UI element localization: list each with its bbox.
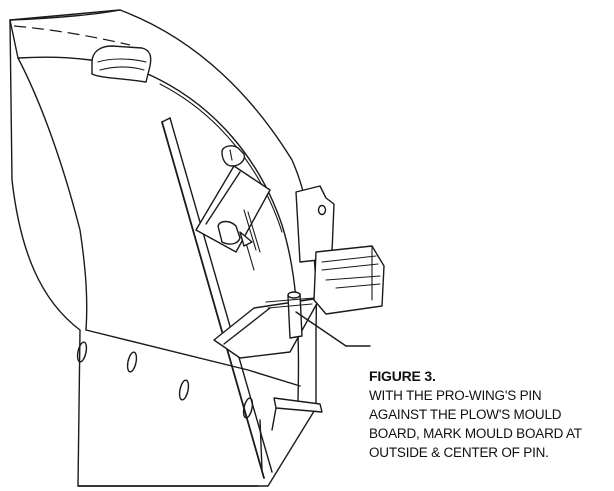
pin-arrow	[239, 231, 255, 271]
caption-line: OUTSIDE & CENTER OF PIN.	[369, 445, 549, 460]
leader-line	[295, 311, 371, 347]
figure-caption: FIGURE 3. WITH THE PRO-WING'S PIN AGAINS…	[369, 367, 609, 462]
figure-title: FIGURE 3.	[369, 368, 436, 384]
pro-wing-blade	[161, 117, 273, 479]
lower-bracket	[213, 291, 321, 359]
side-mount-bracket	[295, 185, 385, 315]
mount-hole-icon	[317, 204, 327, 216]
caption-line: BOARD, MARK MOULD BOARD AT	[369, 426, 582, 441]
upper-pin-icon	[221, 145, 246, 167]
bottom-tab	[259, 397, 323, 471]
top-handle	[91, 45, 152, 83]
lower-pin-icon	[287, 293, 303, 339]
caption-line: WITH THE PRO-WING'S PIN	[369, 388, 542, 403]
bolt-hole-icon	[178, 379, 190, 401]
bolt-hole-icon	[76, 341, 88, 363]
bolt-hole-icon	[126, 351, 138, 373]
upper-bracket	[195, 145, 271, 253]
cutting-edge-strip	[76, 329, 301, 487]
plow-moldboard	[9, 9, 317, 487]
caption-line: AGAINST THE PLOW'S MOULD	[369, 407, 562, 422]
